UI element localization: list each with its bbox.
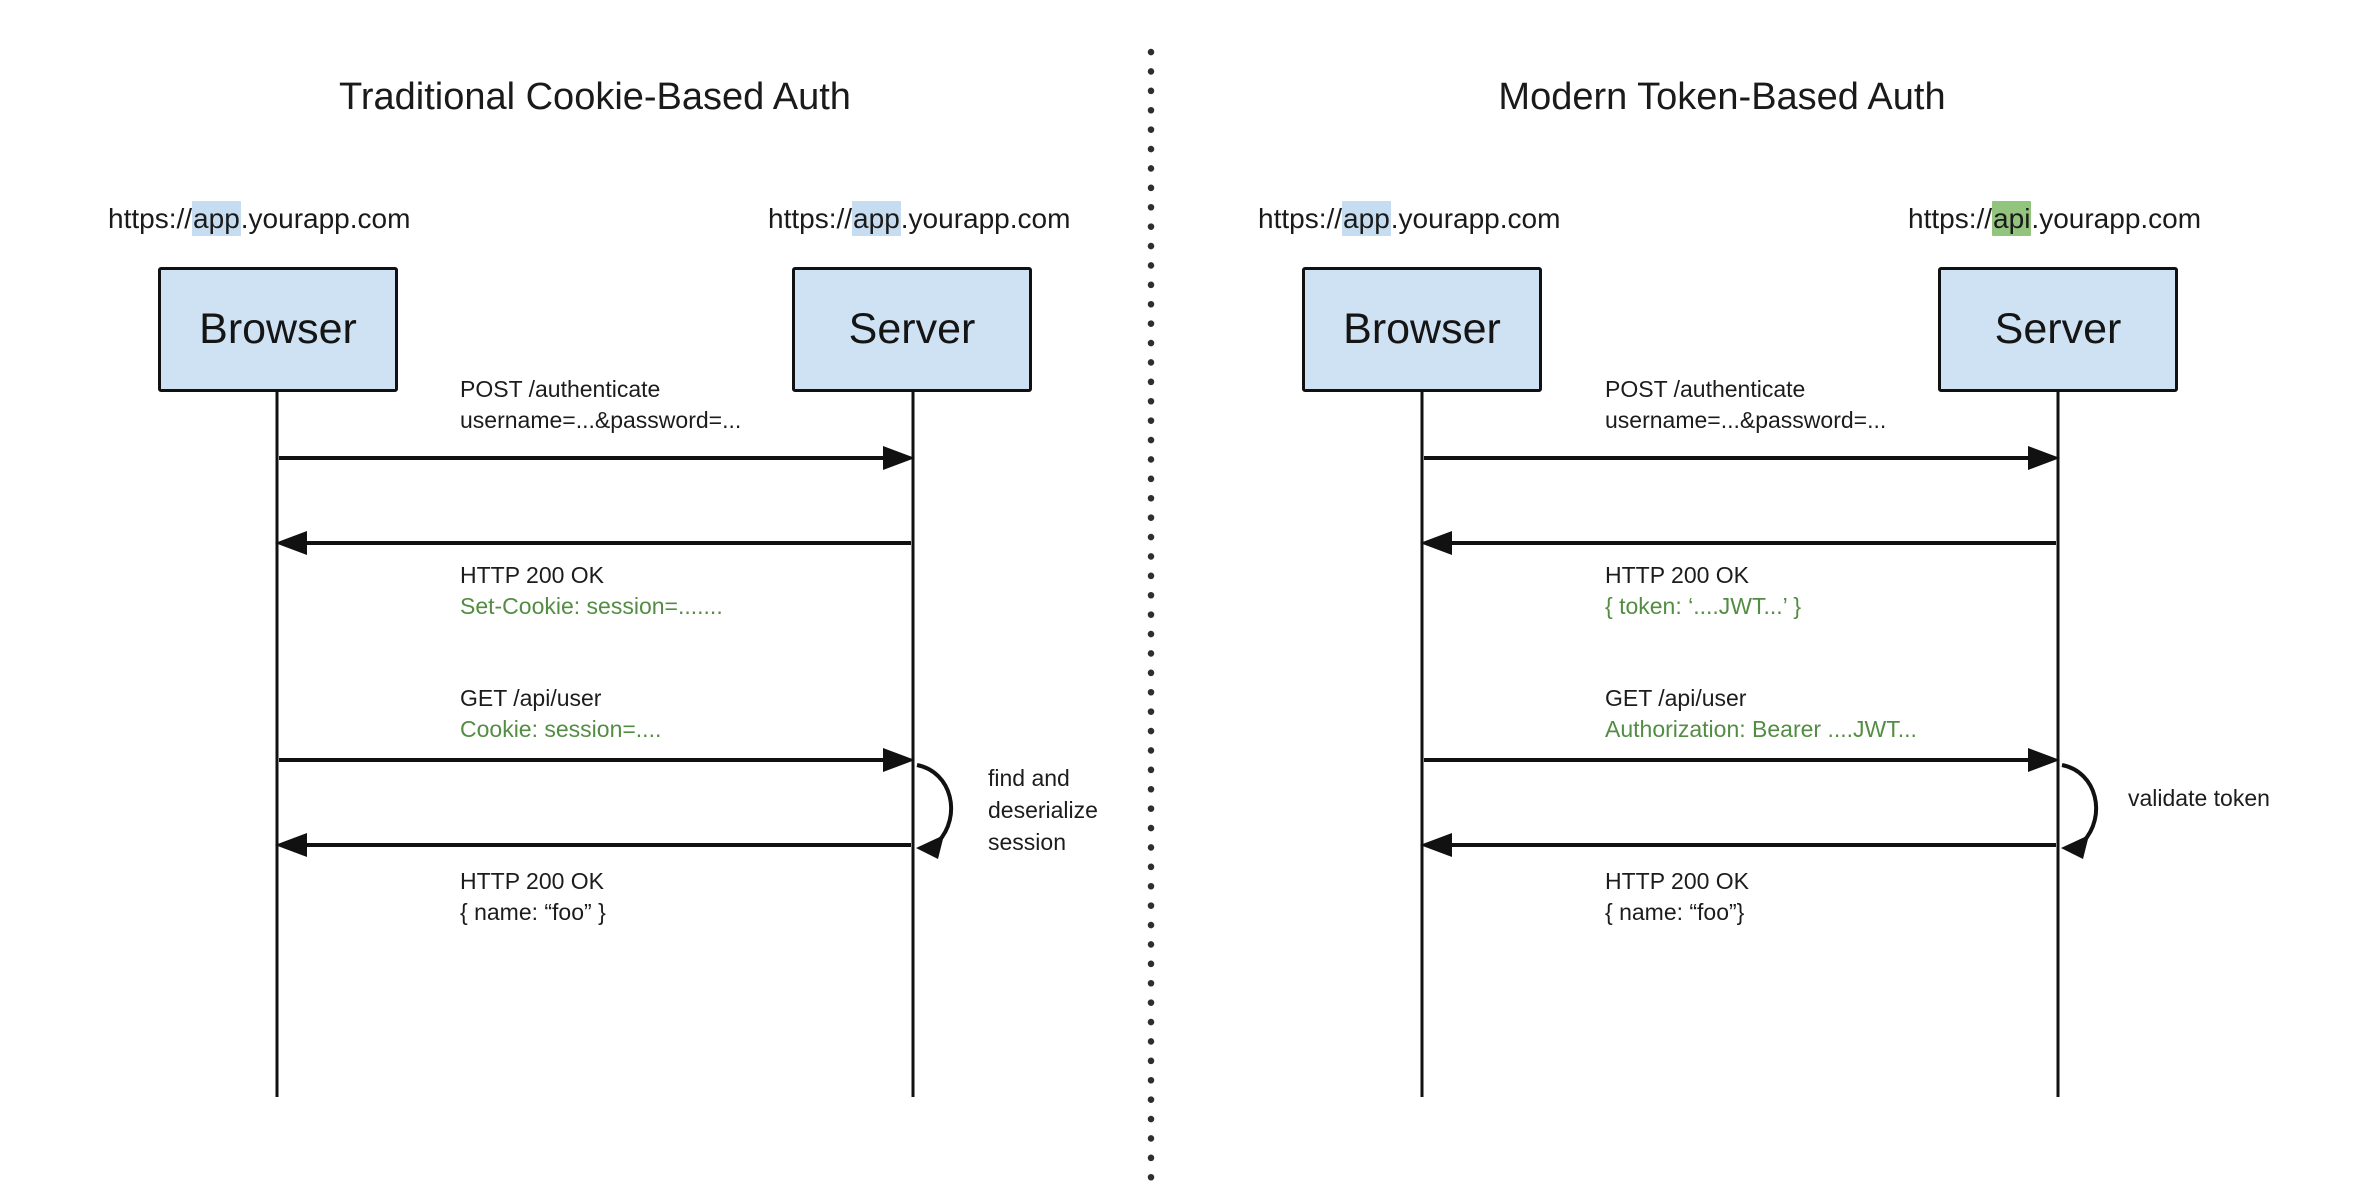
left-msg-set-cookie: HTTP 200 OK Set-Cookie: session=....... <box>460 560 723 622</box>
left-server-url-highlight: app <box>852 201 901 236</box>
left-browser-url: https://app.yourapp.com <box>108 201 411 236</box>
right-server-url-highlight: api <box>1992 201 2032 236</box>
right-self-loop-head <box>2061 835 2089 859</box>
right-browser-url-highlight: app <box>1342 201 1391 236</box>
left-browser-url-suffix: .yourapp.com <box>240 203 411 234</box>
left-server-url-prefix: https:// <box>768 203 853 234</box>
left-loop-label-line1: find and <box>988 765 1070 791</box>
right-server-url: https://api.yourapp.com <box>1908 201 2202 236</box>
left-arrow-response-foo-head <box>275 833 307 857</box>
left-loop-label-line3: session <box>988 829 1066 855</box>
left-loop-label-line2: deserialize <box>988 797 1098 823</box>
left-msg-get-api-user: GET /api/user Cookie: session=.... <box>460 683 661 745</box>
right-server-box: Server <box>1938 267 2178 392</box>
right-browser-box: Browser <box>1302 267 1542 392</box>
right-msg4-line2: { name: “foo”} <box>1605 899 1745 925</box>
right-self-loop-arc <box>2061 763 2099 844</box>
right-msg-response-foo: HTTP 200 OK { name: “foo”} <box>1605 866 1749 928</box>
left-msg1-line2: username=...&password=... <box>460 407 742 433</box>
left-arrow-get-api-user-head <box>883 748 915 772</box>
right-server-url-suffix: .yourapp.com <box>2031 203 2202 234</box>
right-server-url-prefix: https:// <box>1908 203 1993 234</box>
left-browser-url-prefix: https:// <box>108 203 193 234</box>
left-panel-title: Traditional Cookie-Based Auth <box>339 76 851 118</box>
left-msg1-line1: POST /authenticate <box>460 376 661 402</box>
left-msg4-line2: { name: “foo” } <box>460 899 606 925</box>
right-browser-url-suffix: .yourapp.com <box>1390 203 1561 234</box>
left-server-url: https://app.yourapp.com <box>768 201 1071 236</box>
right-browser-url: https://app.yourapp.com <box>1258 201 1561 236</box>
right-arrow-post-authenticate-head <box>2028 446 2060 470</box>
right-msg-get-api-user: GET /api/user Authorization: Bearer ....… <box>1605 683 1917 745</box>
right-arrow-response-foo-head <box>1420 833 1452 857</box>
left-server-url-suffix: .yourapp.com <box>900 203 1071 234</box>
right-msg3-line2: Authorization: Bearer ....JWT... <box>1605 716 1917 742</box>
right-browser-box-label: Browser <box>1343 305 1501 353</box>
right-panel-title: Modern Token-Based Auth <box>1498 76 1946 118</box>
left-msg2-line2: Set-Cookie: session=....... <box>460 593 723 619</box>
right-msg-token-response: HTTP 200 OK { token: ‘....JWT...’ } <box>1605 560 1801 622</box>
right-msg4-line1: HTTP 200 OK <box>1605 868 1750 894</box>
right-msg1-line2: username=...&password=... <box>1605 407 1887 433</box>
left-browser-url-highlight: app <box>192 201 241 236</box>
right-browser-url-prefix: https:// <box>1258 203 1343 234</box>
right-loop-label-line1: validate token <box>2128 785 2270 811</box>
right-msg3-line1: GET /api/user <box>1605 685 1747 711</box>
left-arrow-set-cookie-head <box>275 531 307 555</box>
right-arrow-get-api-user-head <box>2028 748 2060 772</box>
left-msg3-line1: GET /api/user <box>460 685 602 711</box>
left-msg4-line1: HTTP 200 OK <box>460 868 605 894</box>
left-server-box-label: Server <box>848 305 976 353</box>
left-self-loop-label: find and deserialize session <box>988 762 1098 858</box>
left-browser-box: Browser <box>158 267 398 392</box>
left-arrow-post-authenticate-head <box>883 446 915 470</box>
right-msg-post-authenticate: POST /authenticate username=...&password… <box>1605 374 1886 436</box>
right-msg2-line2: { token: ‘....JWT...’ } <box>1605 593 1801 619</box>
left-browser-box-label: Browser <box>199 305 357 353</box>
right-self-loop-label: validate token <box>2128 782 2270 814</box>
left-msg-response-foo: HTTP 200 OK { name: “foo” } <box>460 866 606 928</box>
left-msg3-line2: Cookie: session=.... <box>460 716 662 742</box>
left-self-loop-arc <box>916 763 954 844</box>
left-msg-post-authenticate: POST /authenticate username=...&password… <box>460 374 741 436</box>
left-server-box: Server <box>792 267 1032 392</box>
right-msg2-line1: HTTP 200 OK <box>1605 562 1750 588</box>
left-msg2-line1: HTTP 200 OK <box>460 562 605 588</box>
left-self-loop-head <box>916 835 944 859</box>
right-arrow-token-response-head <box>1420 531 1452 555</box>
right-msg1-line1: POST /authenticate <box>1605 376 1806 402</box>
right-server-box-label: Server <box>1994 305 2122 353</box>
